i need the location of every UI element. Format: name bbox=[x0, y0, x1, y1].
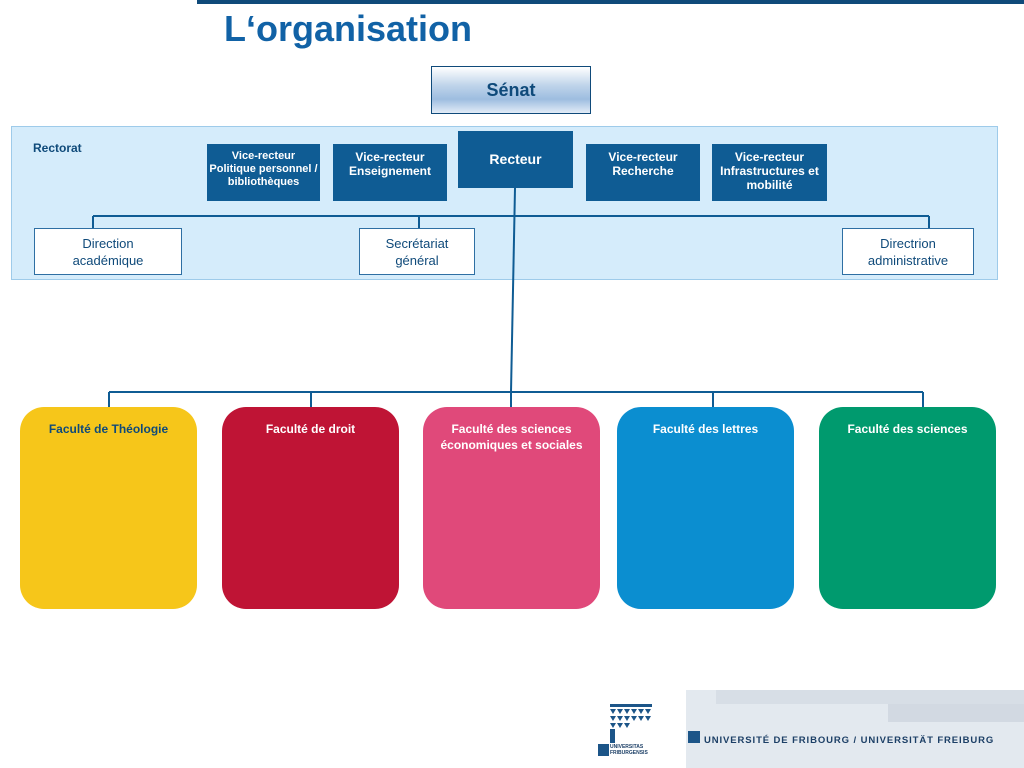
vice-recteur-recherche-label: Vice-recteur Recherche bbox=[608, 150, 678, 178]
logo-square-icon bbox=[688, 731, 700, 743]
footer-logo-step bbox=[716, 690, 1024, 704]
faculte-ses-label: Faculté des sciences économiques et soci… bbox=[440, 422, 583, 452]
direction-administrative-box: Directrion administrative bbox=[842, 228, 974, 275]
faculte-sciences-label: Faculté des sciences bbox=[847, 422, 968, 436]
university-name: UNIVERSITÉ DE FRIBOURG / UNIVERSITÄT FRE… bbox=[704, 735, 995, 746]
vice-recteur-infrastructures-label: Vice-recteur Infrastructures et mobilité bbox=[720, 150, 819, 192]
faculte-ses-card: Faculté des sciences économiques et soci… bbox=[423, 407, 600, 609]
vice-recteur-politique-box: Vice-recteur Politique personnel / bibli… bbox=[207, 144, 320, 201]
secretariat-general-label: Secrétariat général bbox=[385, 235, 449, 268]
footer-logo-step bbox=[888, 704, 1024, 722]
slide-title: L‘organisation bbox=[224, 8, 473, 49]
faculte-lettres-label: Faculté des lettres bbox=[652, 422, 759, 436]
emblem-caption: UNIVERSITAS FRIBURGENSIS bbox=[610, 744, 648, 756]
vice-recteur-enseignement-label: Vice-recteur Enseignement bbox=[348, 150, 432, 178]
vice-recteur-recherche-box: Vice-recteur Recherche bbox=[586, 144, 700, 201]
recteur-box: Recteur bbox=[458, 131, 573, 188]
direction-academique-box: Direction académique bbox=[34, 228, 182, 275]
senat-label: Sénat bbox=[486, 79, 536, 100]
faculte-theologie-label: Faculté de Théologie bbox=[48, 422, 169, 436]
vice-recteur-enseignement-box: Vice-recteur Enseignement bbox=[333, 144, 447, 201]
faculte-sciences-card: Faculté des sciences bbox=[819, 407, 996, 609]
faculte-theologie-card: Faculté de Théologie bbox=[20, 407, 197, 609]
direction-academique-label: Direction académique bbox=[72, 235, 144, 268]
secretariat-general-box: Secrétariat général bbox=[359, 228, 475, 275]
top-rule bbox=[197, 0, 1024, 4]
faculte-droit-card: Faculté de droit bbox=[222, 407, 399, 609]
faculte-droit-label: Faculté de droit bbox=[265, 422, 356, 436]
faculte-lettres-card: Faculté des lettres bbox=[617, 407, 794, 609]
university-emblem-icon bbox=[598, 704, 652, 756]
vice-recteur-infrastructures-box: Vice-recteur Infrastructures et mobilité bbox=[712, 144, 827, 201]
direction-administrative-label: Directrion administrative bbox=[867, 235, 949, 268]
rectorat-label: Rectorat bbox=[33, 141, 82, 155]
recteur-label: Recteur bbox=[489, 151, 542, 167]
senat-box: Sénat bbox=[431, 66, 591, 114]
vice-recteur-politique-label: Vice-recteur Politique personnel / bibli… bbox=[209, 150, 318, 188]
